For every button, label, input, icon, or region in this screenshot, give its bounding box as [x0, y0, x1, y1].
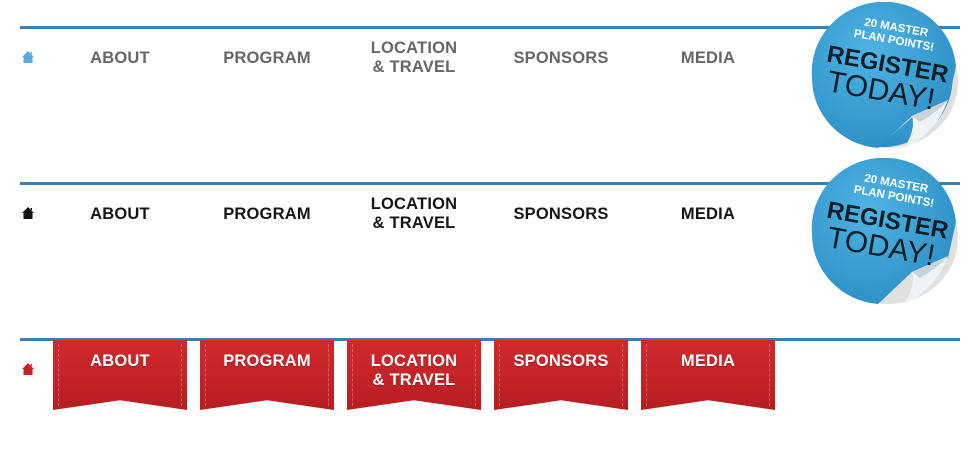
nav-item-media[interactable]: MEDIA — [680, 48, 736, 67]
nav-item-program[interactable]: PROGRAM — [223, 204, 311, 223]
nav-item-program[interactable]: PROGRAM — [200, 340, 334, 410]
nav-bar-gray: ABOUT PROGRAM LOCATION & TRAVEL SPONSORS… — [0, 26, 980, 146]
nav-bar-black: ABOUT PROGRAM LOCATION & TRAVEL SPONSORS… — [0, 182, 980, 302]
nav-item-media[interactable]: MEDIA — [680, 204, 736, 223]
nav-item-program[interactable]: PROGRAM — [223, 48, 311, 67]
nav-bar-red-ribbon: ABOUT PROGRAM LOCATION & TRAVEL SPONSORS… — [0, 338, 980, 458]
register-today-badge[interactable]: 20 MASTER PLAN POINTS! REGISTER TODAY! — [808, 158, 964, 308]
home-icon[interactable] — [21, 362, 35, 376]
nav-item-media[interactable]: MEDIA — [641, 340, 775, 410]
nav-item-about[interactable]: ABOUT — [90, 48, 150, 67]
nav-top-rule — [20, 26, 960, 29]
nav-item-location-travel[interactable]: LOCATION & TRAVEL — [347, 340, 481, 410]
home-icon[interactable] — [21, 50, 35, 64]
nav-item-sponsors[interactable]: SPONSORS — [513, 48, 609, 67]
nav-item-location-travel[interactable]: LOCATION & TRAVEL — [370, 39, 458, 76]
nav-item-about[interactable]: ABOUT — [53, 340, 187, 410]
register-today-badge[interactable]: 20 MASTER PLAN POINTS! REGISTER TODAY! — [808, 2, 964, 152]
nav-item-location-travel[interactable]: LOCATION & TRAVEL — [370, 195, 458, 232]
home-icon[interactable] — [21, 206, 35, 220]
nav-top-rule — [20, 182, 960, 185]
nav-item-sponsors[interactable]: SPONSORS — [494, 340, 628, 410]
nav-item-sponsors[interactable]: SPONSORS — [513, 204, 609, 223]
nav-item-about[interactable]: ABOUT — [90, 204, 150, 223]
nav-top-rule — [20, 338, 960, 341]
